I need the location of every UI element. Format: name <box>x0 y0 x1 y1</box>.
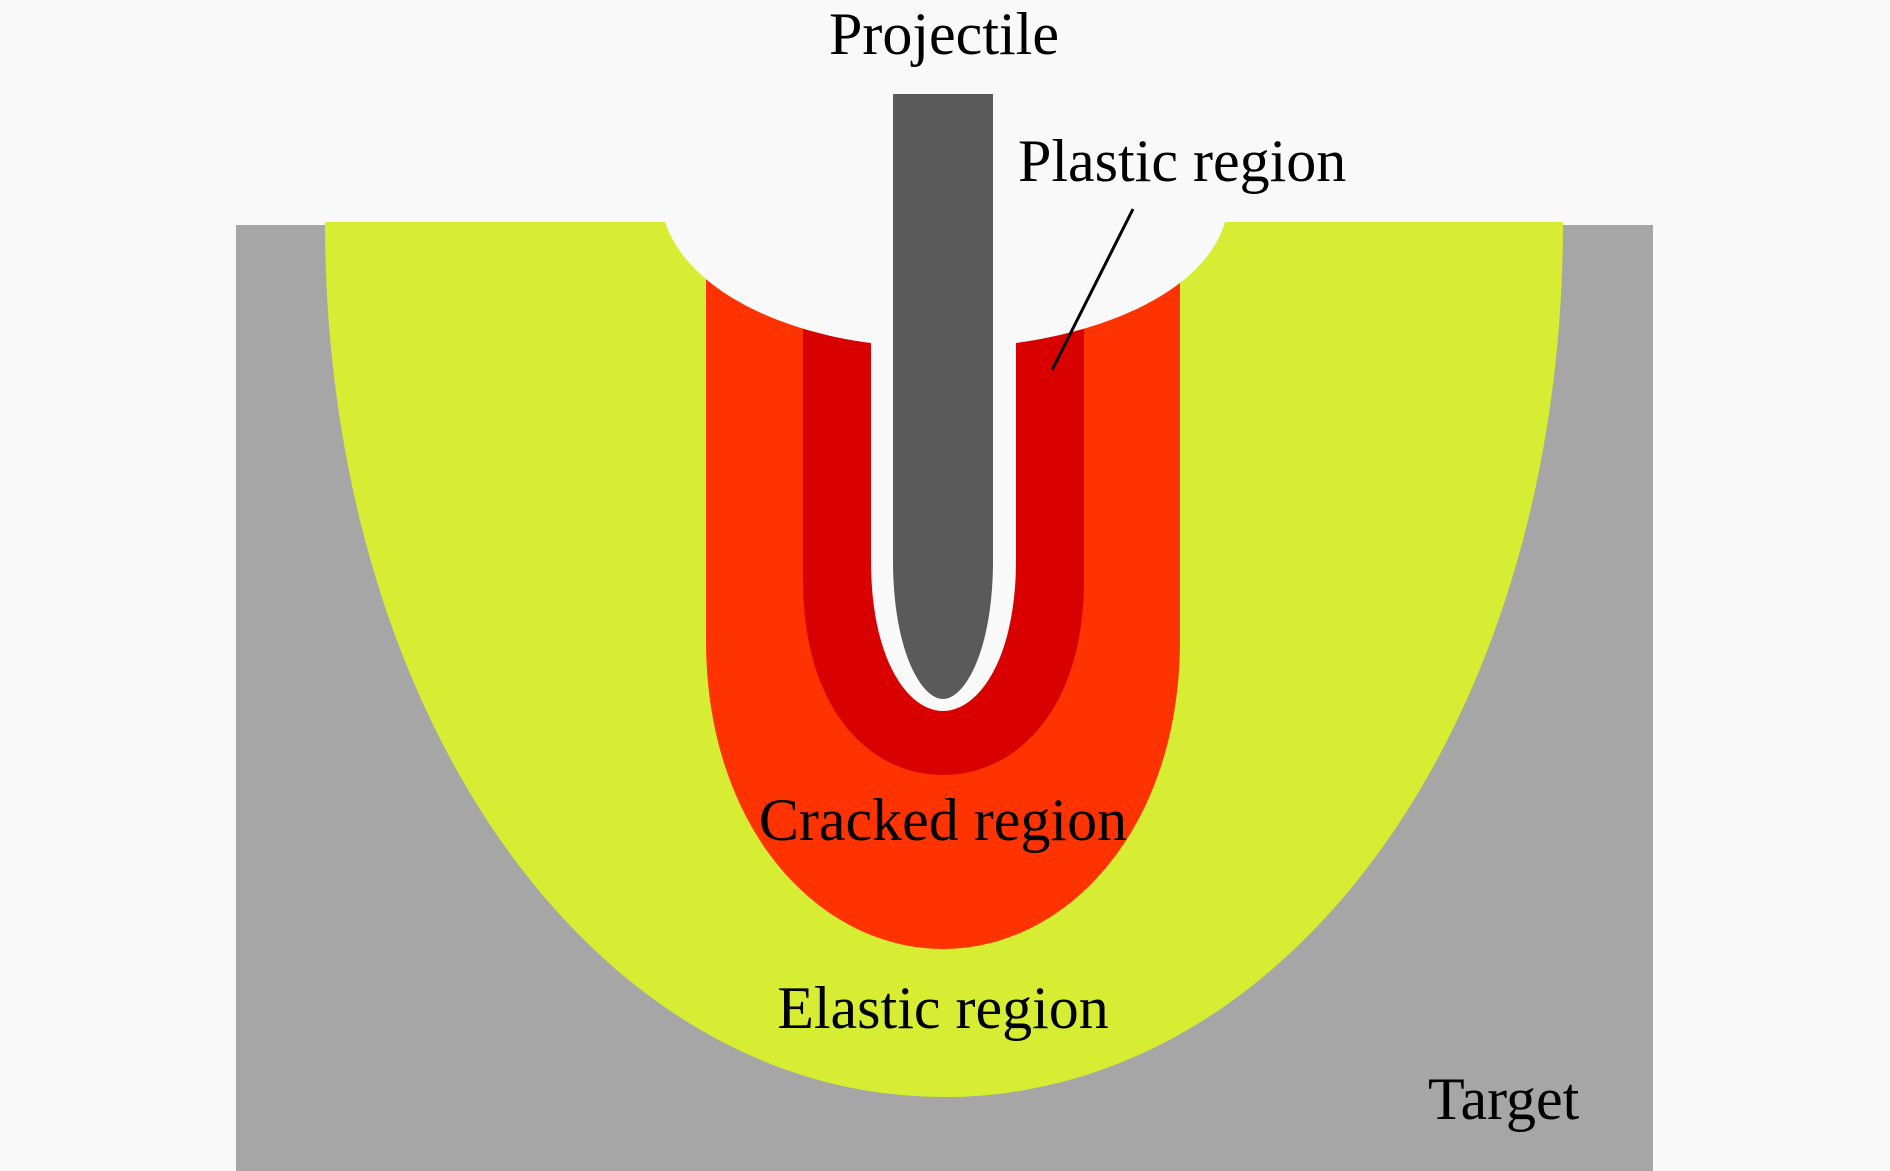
elastic-region-label: Elastic region <box>777 975 1109 1041</box>
plastic-region-leader-line <box>1050 208 1135 371</box>
cracked-region-label: Cracked region <box>759 787 1127 853</box>
projectile-shape <box>893 94 993 699</box>
plastic-region-label: Plastic region <box>1018 128 1346 194</box>
projectile-label: Projectile <box>829 1 1059 67</box>
target-label: Target <box>1428 1066 1580 1132</box>
